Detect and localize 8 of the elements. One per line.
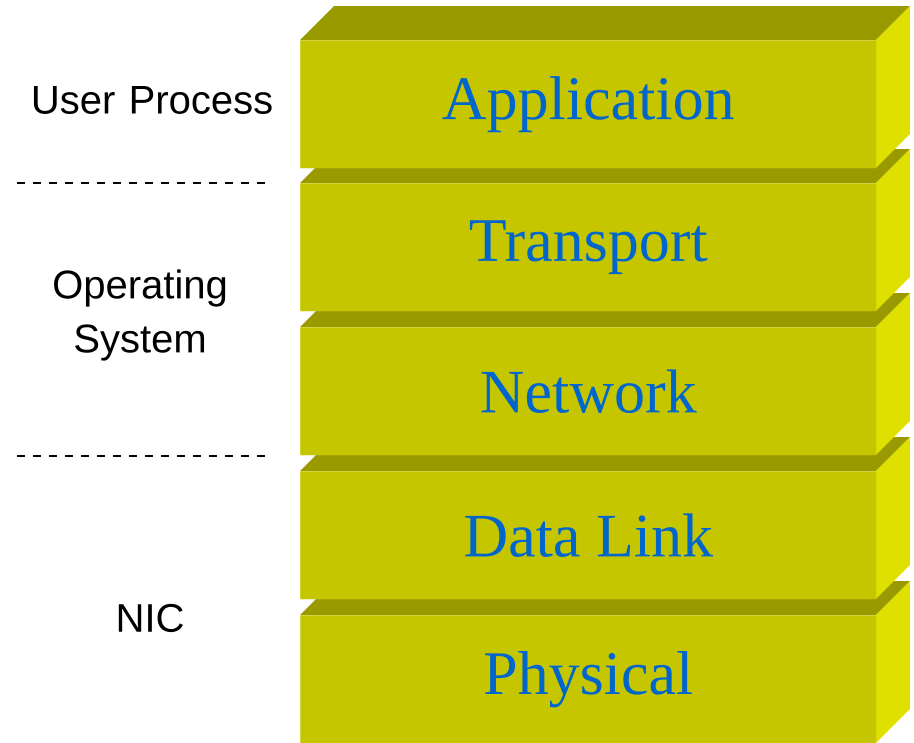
layer-label: User Process [34,86,272,114]
node-label: Data Link [465,513,714,558]
layer-label: NIC [118,604,183,632]
node-label: Transport [470,220,708,274]
node-label: Physical [484,650,692,708]
node-label: Network [482,369,697,414]
layer-block: Application [300,6,910,168]
layer-label: Operating System [54,269,226,361]
